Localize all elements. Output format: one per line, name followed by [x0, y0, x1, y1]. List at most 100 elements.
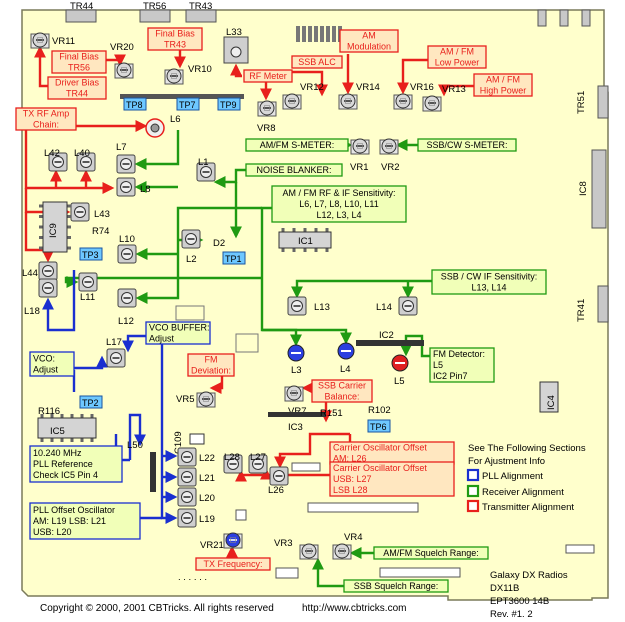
- tr43-transistor: TR43: [185, 1, 217, 23]
- vr1-potentiometer: VR1: [350, 138, 370, 173]
- bottom-connectors: . . . . . .: [178, 462, 595, 583]
- pll-ref-line-2: PLL Reference: [33, 459, 93, 469]
- ic8-chip: IC8: [578, 149, 607, 229]
- l12-label: L12: [118, 316, 134, 327]
- legend-label-receiver: Receiver Alignment: [482, 487, 564, 498]
- vr14-label: VR14: [356, 82, 380, 93]
- carrier-osc-usb-line-2: USB: L27: [333, 474, 372, 484]
- ic5-chip: IC5: [37, 414, 97, 442]
- vr8-potentiometer: VR8: [257, 100, 277, 134]
- arrow-lines: [24, 36, 474, 588]
- vr16-potentiometer: VR16: [393, 82, 434, 110]
- ssb-squelch-line-1: SSB Squelch Range:: [354, 581, 439, 591]
- l22-coil: L22: [177, 447, 215, 467]
- driver-bias-tr44-line-2: TR44: [66, 89, 88, 99]
- l43-label: L43: [94, 209, 110, 220]
- tp8-label: TP8: [126, 100, 143, 110]
- l19-label: L19: [199, 514, 215, 525]
- d2-label: D2: [213, 238, 225, 249]
- rf-meter-callout: RF Meter: [243, 69, 293, 83]
- ssb-cw-if-callout: SSB / CW IF Sensitivity:L13, L14: [431, 269, 547, 295]
- l26-label: L26: [268, 485, 284, 496]
- tr41-transistor: TR41: [576, 285, 609, 323]
- l1-coil: L1: [196, 157, 216, 182]
- svg-text:. . . . . .: . . . . . .: [178, 572, 207, 583]
- vr4-label: VR4: [344, 532, 362, 543]
- final-bias-tr56-line-2: TR56: [68, 63, 90, 73]
- arrow-vco-l17: [74, 355, 108, 370]
- vr5-label: VR5: [176, 394, 194, 405]
- vr14-potentiometer: VR14: [338, 82, 380, 110]
- vco-buffer-line-1: VCO BUFFER:: [149, 323, 210, 333]
- vr7-label: VR7: [288, 406, 306, 417]
- arrow-high-power: [438, 84, 474, 97]
- am-fm-rf-if-callout: AM / FM RF & IF Sensitivity:L6, L7, L8, …: [271, 185, 407, 223]
- vco-line-2: Adjust: [33, 365, 59, 375]
- am-fm-rf-if-line-3: L12, L3, L4: [316, 210, 361, 220]
- arrow-low-power: [397, 58, 428, 95]
- vr21-label: VR21: [200, 540, 224, 551]
- vr16-label: VR16: [410, 82, 434, 93]
- ssb-cw-if-line-2: L13, L14: [471, 283, 506, 293]
- carrier-osc-usb-line-1: Carrier Oscillator Offset: [333, 463, 427, 473]
- final-bias-tr43-line-1: Final Bias: [155, 29, 195, 39]
- website-link[interactable]: http://www.cbtricks.com: [302, 603, 406, 614]
- tr41-label: TR41: [576, 299, 587, 322]
- l20-label: L20: [199, 493, 215, 504]
- l28-coil: L28: [223, 452, 243, 474]
- ssb-alc-callout: SSB ALC: [291, 55, 343, 69]
- vr13-potentiometer: VR13: [422, 84, 466, 112]
- l11-coil: L11: [78, 272, 98, 303]
- tx-rf-amp-chain-line-2: Chain:: [33, 120, 59, 130]
- l22-label: L22: [199, 453, 215, 464]
- r74-label: R74: [92, 226, 109, 237]
- noise-blanker-line-1: NOISE BLANKER:: [256, 165, 331, 175]
- vr21-potentiometer: VR21: [200, 532, 243, 551]
- l2-coil: L2: [181, 229, 201, 265]
- arrow-tx-amp-l44: [24, 212, 54, 263]
- tr51-transistor: TR51: [576, 85, 609, 119]
- l4-coil: L4: [337, 342, 355, 375]
- vr10-potentiometer: VR10: [164, 64, 212, 85]
- ic1-label: IC1: [298, 236, 313, 247]
- board-title-line3: EPT3600 14B: [490, 596, 549, 607]
- ic1-chip: IC1: [278, 228, 332, 252]
- legend-label-pll: PLL Alignment: [482, 471, 543, 482]
- l14-coil: L14: [376, 296, 418, 316]
- l42-label: L42: [44, 148, 60, 159]
- noise-blanker-callout: NOISE BLANKER:: [245, 163, 343, 177]
- l8-coil: L8: [116, 177, 151, 197]
- l5-label: L5: [394, 376, 405, 387]
- vr11-label: VR11: [52, 36, 75, 47]
- l5-coil: L5: [391, 354, 409, 387]
- ssb-carrier-balance-line-2: Balance:: [324, 392, 359, 402]
- l19-coil: L19: [177, 508, 215, 528]
- vr7-potentiometer: VR7: [284, 385, 306, 417]
- l42-coil: L42: [44, 148, 68, 172]
- pll-ref-line-1: 10.240 MHz: [33, 448, 82, 458]
- l27-label: L27: [250, 452, 266, 463]
- fm-deviation-tab: [235, 333, 259, 353]
- vr2-label: VR2: [381, 162, 399, 173]
- vr8-label: VR8: [257, 123, 275, 134]
- l7-coil: L7: [116, 142, 136, 174]
- fm-detector-line-3: IC2 Pin7: [433, 371, 468, 381]
- ic3-label: IC3: [288, 422, 303, 433]
- l7-label: L7: [116, 142, 127, 153]
- top-right-tabs: [537, 9, 591, 27]
- arrow-final-bias-tr56: [106, 54, 126, 67]
- am-fm-squelch-line-1: AM/FM Squelch Range:: [383, 548, 479, 558]
- l10-label: L10: [119, 234, 135, 245]
- l17-label: L17: [106, 337, 122, 348]
- legend-intro-line2: For Ajustment Info: [468, 456, 545, 467]
- tp9-test-point: TP9: [217, 97, 241, 111]
- copyright-text: Copyright © 2000, 2001 CBTricks. All rig…: [40, 603, 274, 614]
